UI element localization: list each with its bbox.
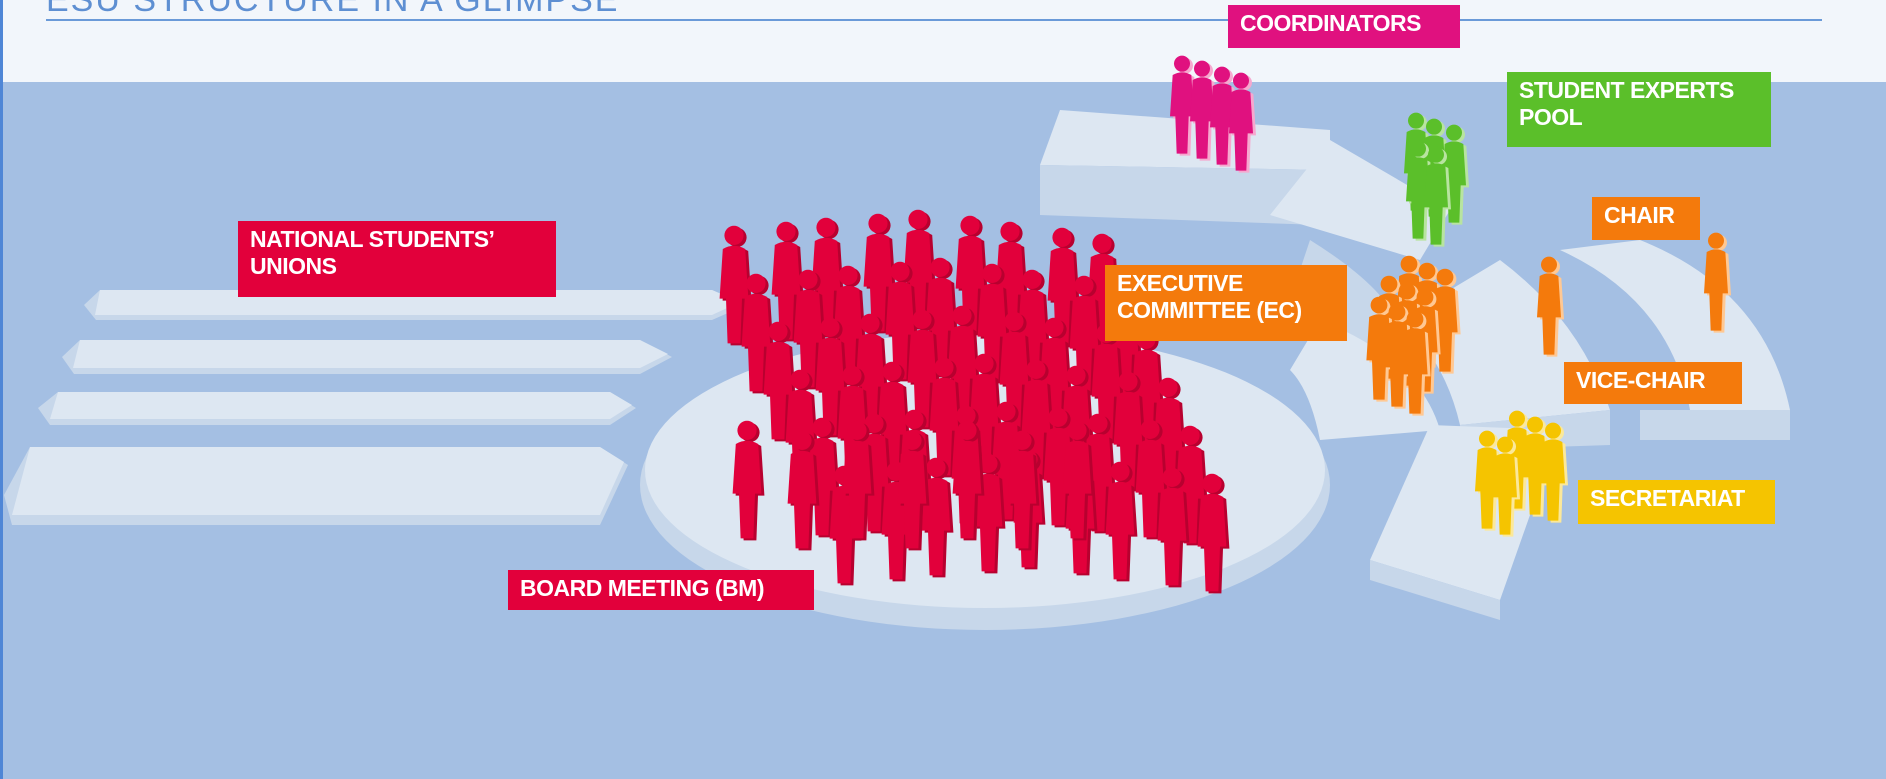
label-coordinators: COORDINATORS bbox=[1228, 5, 1460, 48]
page-title: ESU STRUCTURE IN A GLIMPSE bbox=[46, 0, 620, 19]
header-rule bbox=[46, 19, 1822, 21]
left-edge-line bbox=[0, 0, 3, 779]
national-unions-platforms bbox=[4, 290, 746, 525]
label-chair: CHAIR bbox=[1592, 197, 1700, 240]
label-board-meeting: BOARD MEETING (BM) bbox=[508, 570, 814, 610]
executive-committee-people bbox=[1366, 255, 1461, 416]
label-national-students-unions: NATIONAL STUDENTS’ UNIONS bbox=[238, 221, 556, 297]
student-experts-people bbox=[1404, 112, 1469, 247]
label-executive-committee: EXECUTIVE COMMITTEE (EC) bbox=[1105, 265, 1347, 341]
label-secretariat: SECRETARIAT bbox=[1578, 480, 1775, 524]
header-band: ESU STRUCTURE IN A GLIMPSE bbox=[0, 0, 1886, 82]
label-student-experts-pool: STUDENT EXPERTS POOL bbox=[1507, 72, 1771, 147]
label-vice-chair: VICE-CHAIR bbox=[1564, 362, 1742, 404]
